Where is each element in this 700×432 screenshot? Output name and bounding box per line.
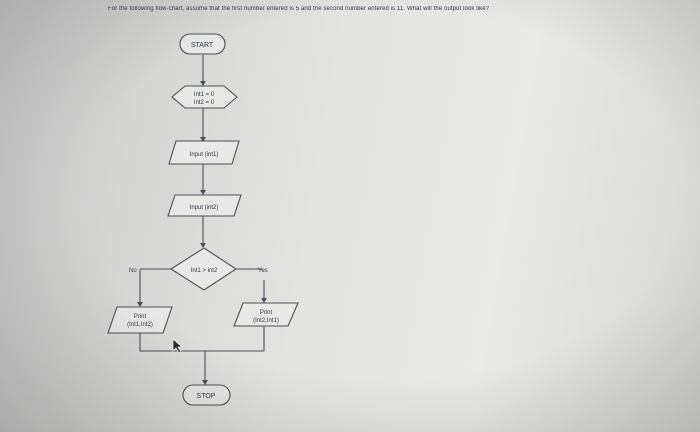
- print-left-line2: (Int1,Int2): [127, 322, 153, 328]
- arrowhead: [261, 298, 267, 303]
- print-left-parallelogram: [107, 306, 173, 334]
- connector-left-merge: [139, 333, 205, 352]
- mouse-pointer-icon: [172, 338, 184, 354]
- input1-parallelogram: [168, 140, 240, 165]
- print-right-parallelogram: [233, 302, 299, 327]
- no-label: No: [129, 268, 137, 274]
- input1-label: Input (int1): [190, 152, 219, 158]
- print-left-line1: Print: [134, 314, 147, 320]
- input2-parallelogram: [167, 194, 242, 217]
- yes-label: Yes: [258, 268, 268, 274]
- stop-label: STOP: [197, 393, 216, 400]
- question-text: For the following flow-chart, assume tha…: [108, 6, 490, 12]
- connector-right-merge: [205, 326, 265, 352]
- input2-label: Input (int2): [190, 205, 219, 211]
- stop-terminal: [182, 384, 231, 406]
- init-line1: Int1 = 0: [194, 92, 215, 98]
- arrowhead: [137, 302, 143, 307]
- init-line2: Int2 = 0: [194, 100, 215, 106]
- start-label: START: [191, 42, 214, 49]
- arrowhead: [200, 81, 206, 86]
- start-terminal: [179, 33, 226, 55]
- arrowhead: [200, 137, 206, 142]
- decision-diamond: [169, 247, 238, 291]
- decision-label: Int1 > int2: [191, 268, 218, 274]
- arrowhead: [200, 190, 206, 195]
- connectors: [137, 55, 267, 385]
- arrowhead: [202, 380, 208, 385]
- init-hexagon: [171, 85, 238, 109]
- print-right-line2: (Int2,Int1): [253, 318, 279, 324]
- arrowhead: [200, 243, 206, 248]
- print-right-line1: Print: [260, 310, 273, 316]
